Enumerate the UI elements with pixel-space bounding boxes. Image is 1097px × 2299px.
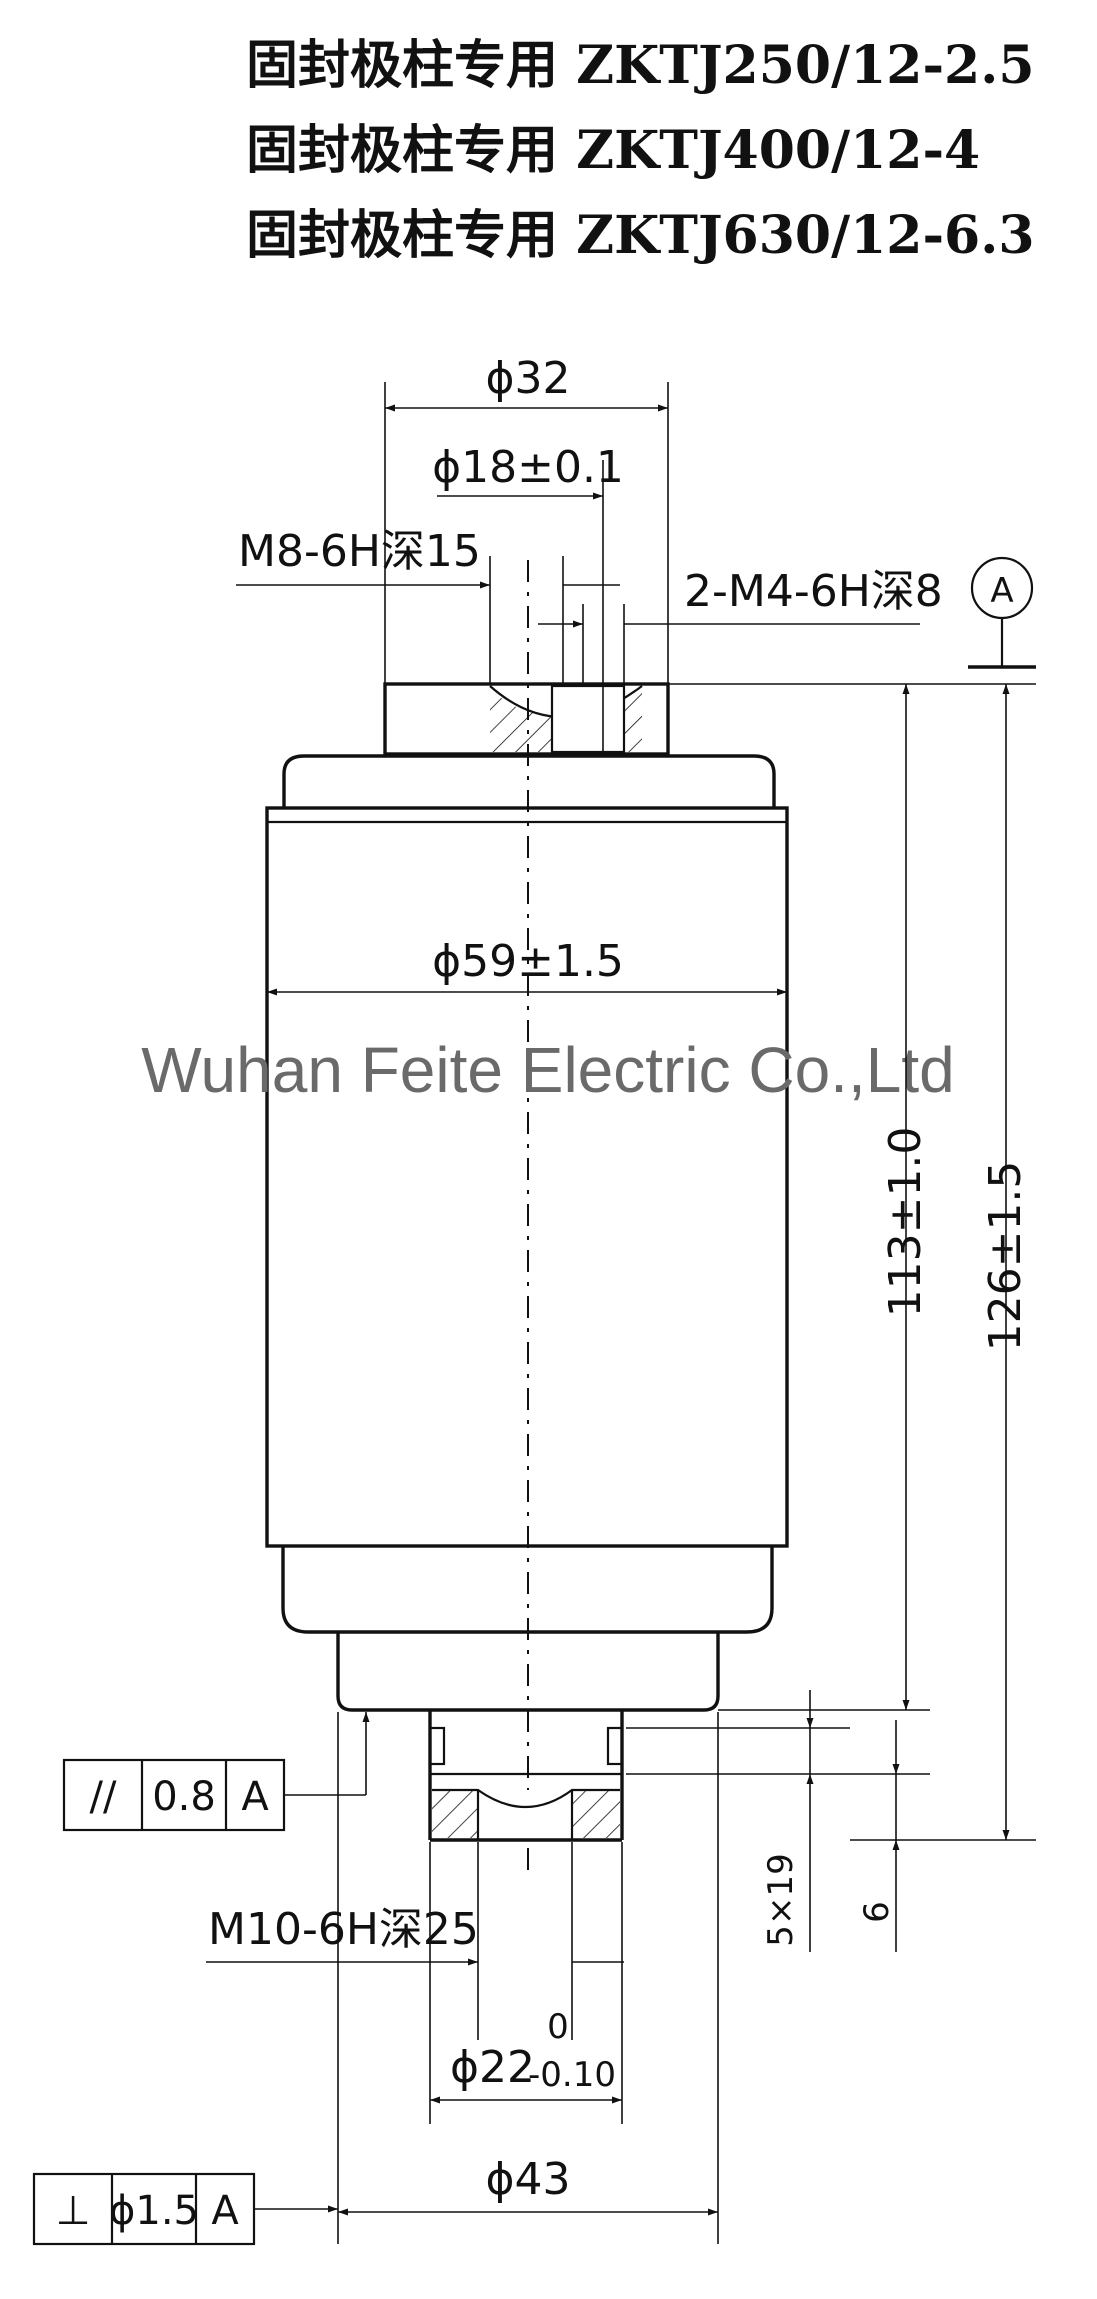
watermark: Wuhan Feite Electric Co.,Ltd: [141, 1034, 954, 1106]
svg-text:113±1.0: 113±1.0: [880, 1127, 931, 1318]
dim-height-inner: 113±1.0: [718, 684, 931, 1711]
svg-text:ϕ22: ϕ22: [450, 2042, 535, 2093]
dim-height-total: 126±1.5: [850, 684, 1036, 1841]
svg-text:5×19: 5×19: [761, 1853, 801, 1946]
title-line-1: 固封极柱专用 ZKTJ250/12-2.5: [246, 35, 1035, 96]
svg-text:ϕ32: ϕ32: [485, 353, 570, 404]
svg-text:M8-6H深15: M8-6H深15: [238, 526, 481, 577]
tolerance-frame-parallel: // 0.8 A: [62, 1712, 370, 1832]
svg-text:0.8: 0.8: [152, 1774, 216, 1820]
datum-a-symbol: A: [668, 556, 1036, 685]
dim-top-thread: M8-6H深15: [236, 526, 620, 684]
bottom-stud: [428, 1710, 624, 1842]
top-terminal: [383, 682, 670, 756]
tolerance-frame-perpendicular: ⊥ ϕ1.5 A: [32, 2172, 338, 2246]
svg-text:ϕ59±1.5: ϕ59±1.5: [432, 936, 624, 987]
upper-cap: [282, 754, 776, 808]
svg-text:A: A: [990, 571, 1013, 611]
dim-top-bore: ϕ18±0.1: [432, 442, 624, 752]
main-body: [265, 806, 789, 1548]
svg-text:2-M4-6H深8: 2-M4-6H深8: [684, 566, 943, 617]
svg-text:A: A: [241, 1774, 269, 1820]
svg-text:-0.10: -0.10: [528, 2055, 616, 2095]
svg-text:ϕ18±0.1: ϕ18±0.1: [432, 442, 624, 493]
svg-text:⊥: ⊥: [56, 2188, 91, 2234]
dim-shaft-dia: ϕ22 0 -0.10: [429, 1842, 623, 2124]
title-line-2: 固封极柱专用 ZKTJ400/12-4: [246, 120, 980, 181]
svg-text:ϕ1.5: ϕ1.5: [109, 2188, 199, 2234]
lower-cap: [281, 1546, 774, 1634]
svg-text:0: 0: [547, 2007, 569, 2047]
svg-text:ϕ43: ϕ43: [485, 2154, 570, 2205]
dim-top-dia: ϕ32: [384, 353, 669, 684]
svg-text:M10-6H深25: M10-6H深25: [208, 1904, 479, 1955]
title-line-3: 固封极柱专用 ZKTJ630/12-6.3: [246, 205, 1035, 266]
dim-side-threads: 2-M4-6H深8: [538, 566, 943, 684]
bottom-flange: [336, 1632, 720, 1712]
svg-text:6: 6: [857, 1901, 897, 1923]
dim-step: 6: [857, 1720, 900, 1952]
svg-text:A: A: [211, 2188, 239, 2234]
dim-bottom-thread: M10-6H深25: [206, 1842, 624, 2040]
dim-body-dia: ϕ59±1.5: [267, 936, 787, 996]
dim-groove: 5×19: [626, 1690, 930, 1952]
svg-text://: //: [90, 1774, 117, 1820]
svg-text:126±1.5: 126±1.5: [980, 1161, 1031, 1352]
dim-base-dia: ϕ43: [337, 1712, 719, 2244]
